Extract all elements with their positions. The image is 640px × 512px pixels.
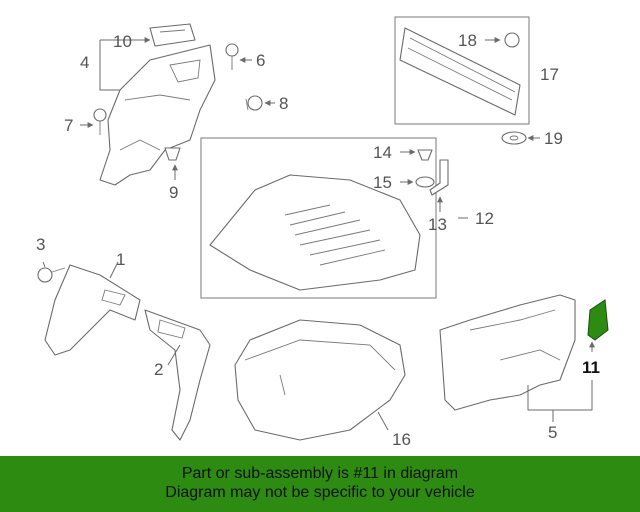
part-5-quarter-trim-right [439, 294, 576, 411]
part-16-spare-tire-well [234, 319, 406, 441]
parts-diagram: 1 2 3 4 5 6 7 8 9 10 11 12 13 14 15 16 1… [36, 16, 609, 449]
callout-11-highlighted: 11 [582, 358, 600, 377]
part-9-clip [164, 147, 181, 161]
callout-14: 14 [373, 143, 392, 162]
part-15-washer [415, 176, 435, 188]
callout-16: 16 [392, 430, 411, 449]
callout-13: 13 [428, 215, 447, 234]
callout-12: 12 [475, 209, 494, 228]
part-12-trunk-mat [209, 174, 421, 291]
callout-3: 3 [36, 235, 45, 254]
part-1-quarter-trim [44, 264, 141, 356]
callout-4: 4 [80, 53, 89, 72]
callout-5: 5 [548, 423, 557, 442]
info-banner: Part or sub-assembly is #11 in diagram D… [0, 456, 640, 512]
part-4-quarter-trim-upper [99, 44, 216, 186]
part-17-sill-plate [399, 27, 521, 116]
part-18-clip [504, 32, 520, 48]
callout-17: 17 [540, 65, 559, 84]
part-19-washer [501, 131, 527, 145]
part-13-bracket [429, 159, 449, 196]
callout-7: 7 [64, 116, 73, 135]
banner-line-part: Part or sub-assembly is #11 in diagram [181, 465, 459, 482]
part-3-bolt [37, 267, 66, 283]
banner-line-disclaimer: Diagram may not be specific to your vehi… [165, 484, 475, 501]
part-14-clip [417, 149, 433, 161]
callout-15: 15 [373, 173, 392, 192]
leader-lines [42, 37, 595, 431]
callout-1: 1 [116, 250, 125, 269]
callout-18: 18 [458, 31, 477, 50]
part-2-trim [144, 309, 211, 441]
part-11-highlighted [587, 299, 609, 341]
callout-2: 2 [154, 360, 163, 379]
callout-8: 8 [279, 94, 288, 113]
part-6-screw [225, 43, 239, 70]
part-10-clip [149, 23, 196, 47]
part-8-grommet [245, 95, 263, 111]
part-7-bolt [93, 108, 107, 135]
callout-10: 10 [113, 32, 132, 51]
callout-19: 19 [544, 129, 563, 148]
callout-9: 9 [169, 183, 178, 202]
callout-6: 6 [256, 51, 265, 70]
